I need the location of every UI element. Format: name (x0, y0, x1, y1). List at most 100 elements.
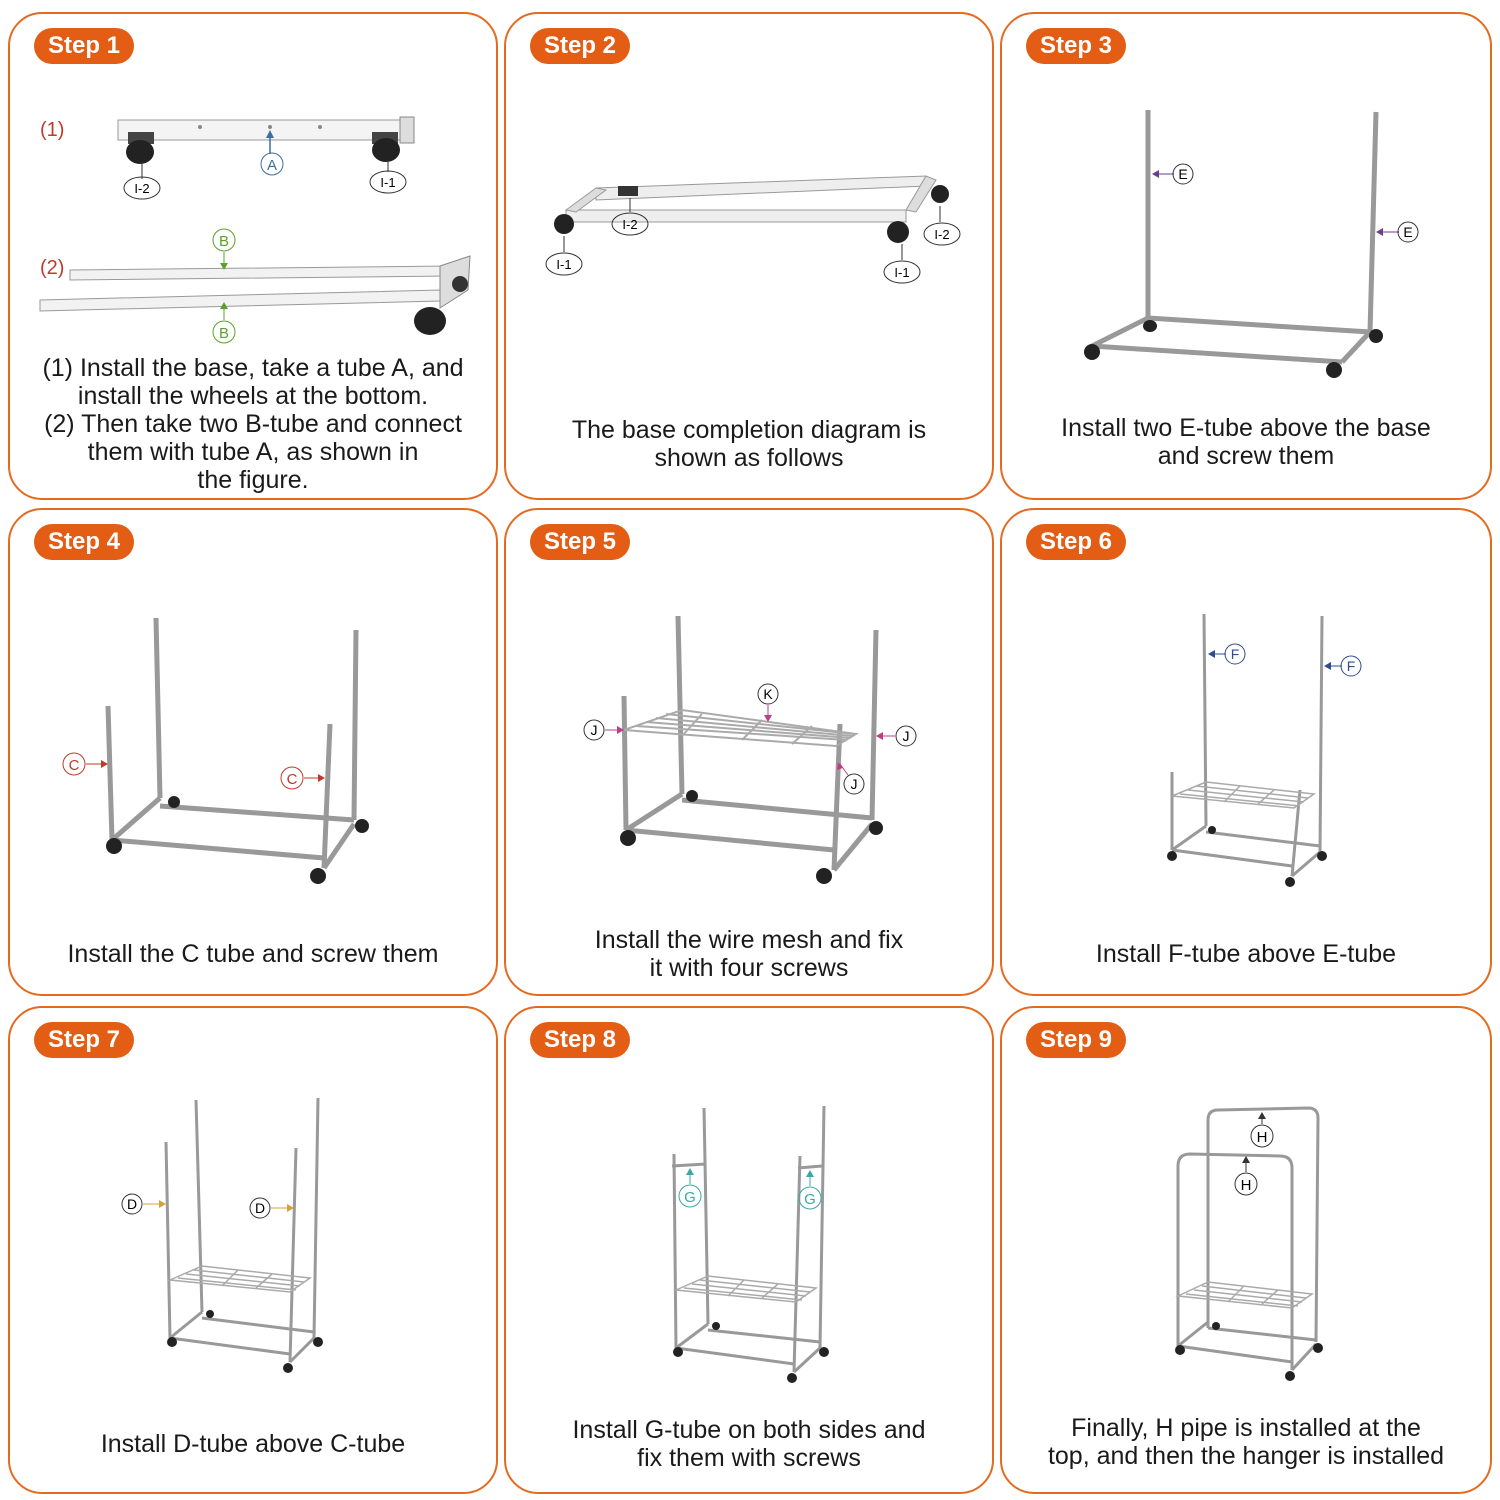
tube-d-right (288, 1147, 298, 1363)
caption-line: top, and then the hanger is installed (1047, 1442, 1445, 1470)
step-2-panel: Step 2 I-1 I-2 I-1 I-2 The base completi… (504, 12, 994, 500)
part-k-label: K (763, 686, 773, 702)
part-j-label-3: J (851, 776, 858, 792)
step-4-illustration: C C (62, 617, 369, 884)
part-h-label-2: H (1241, 1177, 1252, 1194)
step-2-caption: The base completion diagram is shown as … (516, 416, 982, 472)
tube-h-lower (1176, 1152, 1294, 1370)
part-i1-label: I-1 (380, 175, 395, 190)
tube-d-left (164, 1141, 172, 1339)
step-8-panel: Step 8 G G (504, 1006, 994, 1494)
tube-e-right (1367, 111, 1379, 333)
caption-line: Install the wire mesh and fix (594, 926, 904, 954)
step-6-panel: Step 6 F F Install F- (1000, 508, 1492, 996)
tube-f-left (1202, 613, 1208, 827)
part-g-label: G (684, 1189, 696, 1206)
step-5-caption: Install the wire mesh and fix it with fo… (516, 926, 982, 982)
caption-line: install the wheels at the bottom. (77, 382, 429, 410)
part-c-label-2: C (287, 771, 298, 788)
wire-mesh-shelf (1175, 1281, 1315, 1309)
caption-line: (1) Install the base, take a tube A, and (42, 354, 464, 382)
tube-c-right (321, 723, 333, 869)
step-badge: Step 3 (1026, 28, 1127, 64)
step-8-caption: Install G-tube on both sides and fix the… (516, 1416, 982, 1472)
step-badge: Step 4 (34, 524, 135, 560)
tube-f-right (1318, 615, 1324, 853)
tube-a (117, 119, 411, 141)
part-f-label-2: F (1347, 658, 1356, 674)
step-badge: Step 9 (1026, 1022, 1127, 1058)
wheel-i1 (372, 132, 400, 162)
part-a-label: A (267, 157, 277, 174)
step-5-illustration: J K J J (583, 615, 917, 884)
caption-line: fix them with screws (637, 1444, 861, 1472)
caption-line: them with tube A, as shown in (87, 438, 419, 466)
step-3-illustration: E E (1084, 110, 1419, 378)
step-badge: Step 7 (34, 1022, 135, 1058)
part-j-label-2: J (903, 728, 910, 744)
caption-line: Install D-tube above C-tube (100, 1430, 406, 1458)
part-c-label: C (69, 757, 80, 774)
wheel-i2 (126, 132, 154, 164)
step-4-caption: Install the C tube and screw them (20, 940, 486, 968)
caption-line: Install G-tube on both sides and (572, 1416, 926, 1444)
part-i2-label: I-2 (622, 217, 637, 232)
step-2-illustration: I-1 I-2 I-1 I-2 (545, 175, 961, 284)
part-e-label-2: E (1403, 224, 1412, 240)
step-badge: Step 1 (34, 28, 135, 64)
step-4-panel: Step 4 C C Install the C tube and screw … (8, 508, 498, 996)
step-badge: Step 6 (1026, 524, 1127, 560)
wire-mesh-shelf (623, 708, 859, 748)
part-i1-label: I-1 (556, 257, 571, 272)
step-3-panel: Step 3 E E Install two E-tube above the … (1000, 12, 1492, 500)
wire-mesh-shelf (1171, 781, 1317, 809)
step-7-caption: Install D-tube above C-tube (20, 1430, 486, 1458)
step-9-caption: Finally, H pipe is installed at the top,… (1012, 1414, 1480, 1470)
part-d-label-2: D (255, 1200, 265, 1216)
part-h-label: H (1257, 1129, 1268, 1146)
part-b-label: B (219, 233, 229, 250)
caption-line: Install two E-tube above the base (1061, 414, 1431, 442)
tube-b-lower (39, 289, 441, 312)
caption-line: (2) Then take two B-tube and connect (44, 410, 462, 438)
caption-line: the figure. (197, 466, 309, 494)
step-6-illustration: F F (1167, 613, 1362, 887)
part-g-label-2: G (804, 1191, 816, 1208)
step-6-caption: Install F-tube above E-tube (1012, 940, 1480, 968)
part-j-label: J (591, 722, 598, 738)
step-9-panel: Step 9 H H Finally, H pipe is insta (1000, 1006, 1492, 1494)
tube-b-upper (69, 265, 451, 281)
step-7-panel: Step 7 D D Install D- (8, 1006, 498, 1494)
tube-h-top (1206, 1106, 1320, 1343)
step-5-panel: Step 5 J K (504, 508, 994, 996)
caption-line: The base completion diagram is (571, 416, 927, 444)
tube-c-left (105, 705, 115, 841)
part-b-label-2: B (219, 325, 229, 342)
caption-line: shown as follows (654, 444, 844, 472)
part-e-label: E (1178, 166, 1187, 182)
step-badge: Step 2 (530, 28, 631, 64)
part-f-label: F (1231, 646, 1240, 662)
base-frame-back (595, 175, 927, 201)
wire-mesh-shelf (167, 1265, 313, 1293)
step-1-panel: Step 1 (1) (2) A I-2 I-1 B B (1) I (8, 12, 498, 500)
step-7-illustration: D D (121, 1097, 323, 1373)
step-9-illustration: H H (1175, 1106, 1323, 1381)
step-badge: Step 5 (530, 524, 631, 560)
caption-line: Install F-tube above E-tube (1095, 940, 1397, 968)
tube-g-left (671, 1162, 707, 1168)
tube-g-right (797, 1164, 823, 1170)
caption-line: Finally, H pipe is installed at the (1071, 1414, 1421, 1442)
caption-line: it with four screws (649, 954, 849, 982)
step-badge: Step 8 (530, 1022, 631, 1058)
step-1-caption: (1) Install the base, take a tube A, and… (20, 354, 486, 494)
part-i1-label-2: I-1 (894, 265, 909, 280)
substep-1-label: (1) (40, 119, 64, 141)
part-i2-label: I-2 (134, 181, 149, 196)
step-3-caption: Install two E-tube above the base and sc… (1012, 414, 1480, 470)
caption-line: Install the C tube and screw them (67, 940, 439, 968)
part-i2-label-2: I-2 (934, 227, 949, 242)
substep-2-label: (2) (40, 257, 64, 279)
step-1-illustration: (1) (2) A I-2 I-1 B B (39, 116, 471, 344)
part-d-label: D (127, 1196, 137, 1212)
